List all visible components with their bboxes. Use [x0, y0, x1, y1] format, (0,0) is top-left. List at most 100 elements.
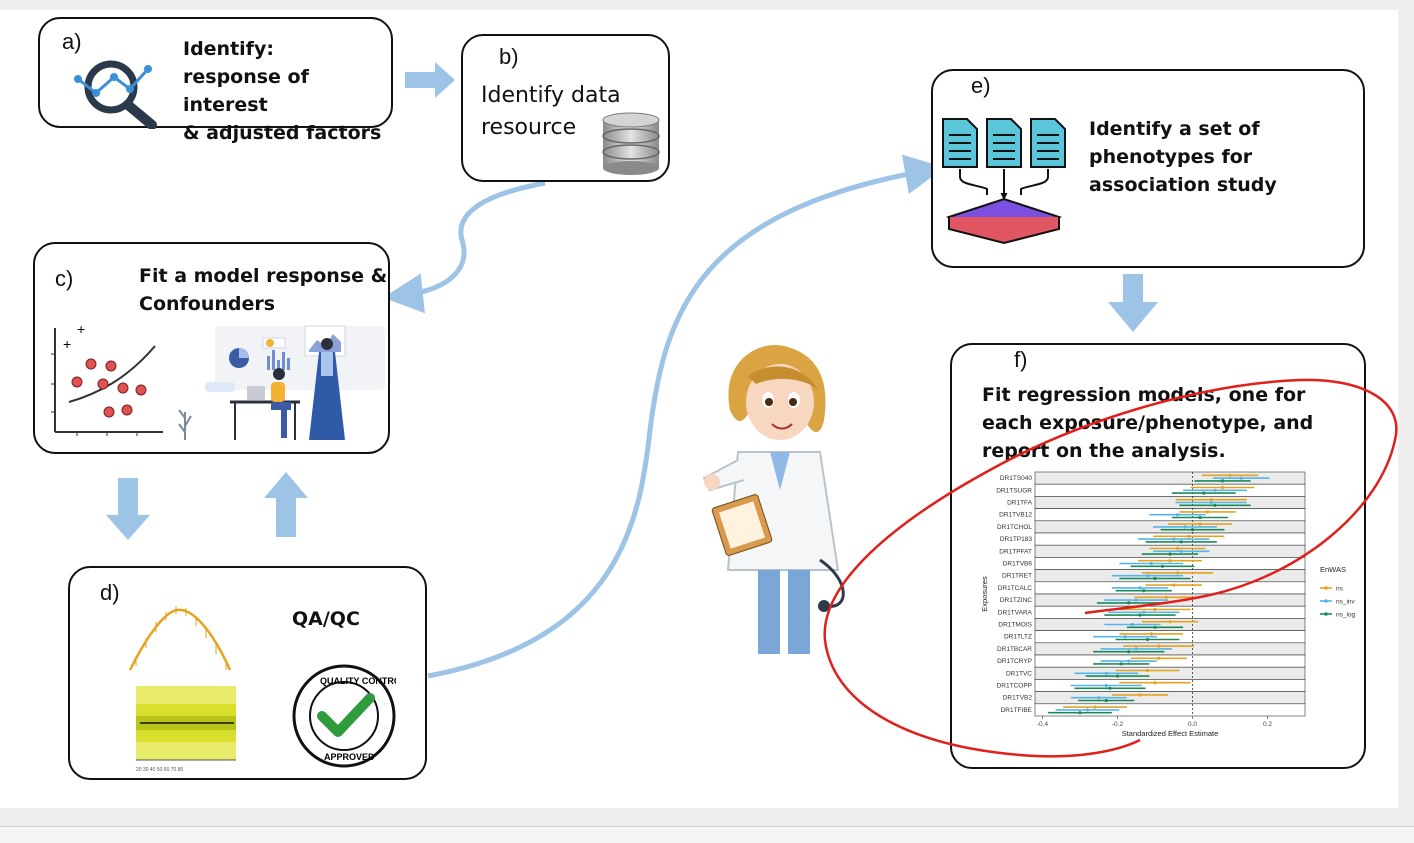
point-ns_inv	[1104, 671, 1108, 675]
step-b-line2: resource	[481, 115, 577, 140]
y-tick-label: DR1TRET	[1002, 573, 1032, 580]
y-tick-label: DR1TVARA	[998, 609, 1033, 616]
y-tick-label: DR1TBCAR	[997, 646, 1032, 653]
point-ns_log	[1138, 613, 1142, 617]
step-b-tag: b)	[499, 44, 519, 69]
y-tick-label: DR1TCALC	[998, 585, 1033, 592]
legend-dot-ns_inv	[1324, 599, 1328, 603]
point-ns_log	[1160, 564, 1165, 568]
step-c-line1: Fit a model response &	[139, 265, 388, 287]
step-f-line3: report on the analysis.	[982, 440, 1226, 462]
point-ns	[1220, 485, 1225, 490]
y-tick-label: DR1TVB12	[999, 512, 1032, 519]
x-tick-label: 0.0	[1188, 721, 1197, 728]
point-ns_log	[1198, 515, 1202, 520]
y-tick-label: DR1TMOIS	[998, 622, 1032, 629]
step-d-box: d) QA/QC 20 30 40 50 60 70 80 QUALITY CO…	[68, 566, 427, 780]
point-ns_inv	[1149, 561, 1153, 566]
step-a-tag: a)	[62, 29, 82, 54]
point-ns_log	[1153, 625, 1157, 629]
point-ns	[1168, 559, 1172, 563]
documents-to-database-icon	[942, 118, 1066, 245]
point-ns_log	[1104, 698, 1108, 703]
step-a-line2: response of interest	[183, 66, 309, 116]
point-ns_log	[1127, 650, 1131, 654]
step-b-line1: Identify data	[481, 83, 621, 108]
point-ns	[1187, 534, 1191, 538]
point-ns	[1157, 644, 1161, 648]
point-ns_inv	[1213, 488, 1217, 492]
step-d-tag: d)	[100, 580, 120, 605]
scatter-plot-icon: ++	[51, 324, 163, 436]
step-e-line3: association study	[1089, 174, 1277, 196]
step-a-line1: Identify:	[183, 38, 274, 60]
step-f-tag: f)	[1014, 347, 1028, 372]
database-icon	[602, 112, 660, 175]
x-tick-label: -0.4	[1037, 721, 1049, 728]
point-ns_log	[1179, 540, 1183, 544]
badge-top-text: QUALITY CONTROL	[320, 676, 396, 686]
point-ns_inv	[1085, 708, 1090, 712]
point-ns	[1175, 571, 1180, 575]
badge-bottom-text: APPROVED	[324, 752, 375, 762]
legend-label-ns_inv: ns_inv	[1336, 599, 1356, 606]
y-tick-label: DR1TFA	[1007, 500, 1033, 507]
y-tick-label: DR1TCRYP	[997, 658, 1032, 665]
row-band	[1034, 593, 1306, 607]
legend-dot-ns_log	[1324, 612, 1328, 616]
point-ns_inv	[1183, 525, 1187, 529]
point-ns	[1149, 632, 1153, 636]
y-tick-label: DR1TVC	[1006, 670, 1032, 677]
step-b-box: b) Identify data resource	[461, 34, 670, 182]
curve-b-to-c	[383, 180, 546, 314]
y-tick-label: DR1TCOPP	[997, 683, 1032, 690]
bottom-status-bar	[0, 826, 1414, 843]
row-band	[1034, 654, 1306, 668]
row-band	[1034, 496, 1306, 509]
point-ns_log	[1190, 528, 1195, 532]
qa-density-plots: 20 30 40 50 60 70 80	[128, 606, 236, 773]
arrow-c-to-d	[106, 478, 150, 540]
point-ns_inv	[1134, 598, 1138, 602]
point-ns_inv	[1123, 635, 1127, 639]
point-ns	[1138, 693, 1142, 697]
point-ns_log	[1119, 662, 1123, 666]
point-ns	[1164, 595, 1168, 599]
svg-text:+: +	[63, 336, 71, 352]
point-ns_inv	[1134, 647, 1138, 651]
point-ns	[1209, 498, 1213, 502]
y-tick-label: DR1TS040	[1000, 475, 1033, 482]
data-analysts-illustration	[178, 325, 385, 440]
point-ns_inv	[1239, 476, 1243, 480]
y-tick-label: DR1TFIBE	[1001, 707, 1033, 714]
point-ns	[1157, 656, 1161, 660]
step-a-line3: & adjusted factors	[183, 122, 382, 144]
step-f-line2: each exposure/phenotype, and	[982, 412, 1314, 434]
y-tick-label: DR1TVB6	[1003, 561, 1033, 568]
y-tick-label: DR1TZINC	[1000, 597, 1032, 604]
point-ns_inv	[1097, 696, 1101, 700]
arrow-e-to-f	[1108, 274, 1158, 332]
point-ns	[1153, 681, 1157, 685]
y-tick-label: DR1TP183	[1000, 536, 1033, 543]
svg-text:20 30 40 50 60 70 80: 20 30 40 50 60 70 80	[136, 767, 183, 773]
row-band	[1034, 483, 1306, 497]
point-ns_inv	[1142, 610, 1146, 614]
y-tick-label: DR1TLTZ	[1004, 634, 1032, 641]
step-c-tag: c)	[55, 266, 74, 291]
point-ns_log	[1168, 552, 1172, 556]
step-e-line2: phenotypes for	[1089, 146, 1253, 168]
y-tick-label: DR1TVB2	[1003, 695, 1033, 702]
y-tick-label: DR1TSUGR	[996, 487, 1032, 494]
enwas-forest-plot: DR1TS040DR1TSUGRDR1TFADR1TVB12DR1TCHOLDR…	[980, 471, 1356, 738]
point-ns_inv	[1145, 574, 1150, 578]
point-ns	[1228, 473, 1232, 477]
legend-title: EnWAS	[1320, 565, 1346, 574]
y-tick-label: DR1TPFAT	[999, 548, 1032, 555]
point-ns_inv	[1104, 683, 1108, 688]
point-ns	[1168, 620, 1172, 624]
x-tick-label: -0.2	[1112, 721, 1124, 728]
x-tick-label: 0.2	[1263, 721, 1272, 728]
y-axis-label: Exposures	[980, 576, 989, 612]
point-ns_log	[1220, 479, 1225, 483]
